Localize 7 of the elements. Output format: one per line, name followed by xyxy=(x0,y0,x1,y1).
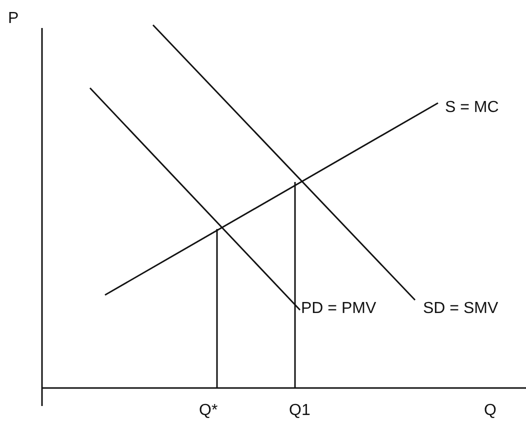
curve-label: SD = SMV xyxy=(423,300,498,318)
axis-tick-label: Q* xyxy=(199,402,218,420)
axis-label: P xyxy=(8,10,19,28)
axis-label: Q xyxy=(484,402,496,420)
curve-label: S = MC xyxy=(445,99,499,117)
curve-label: PD = PMV xyxy=(301,300,376,318)
axis-tick-label: Q1 xyxy=(289,402,310,420)
